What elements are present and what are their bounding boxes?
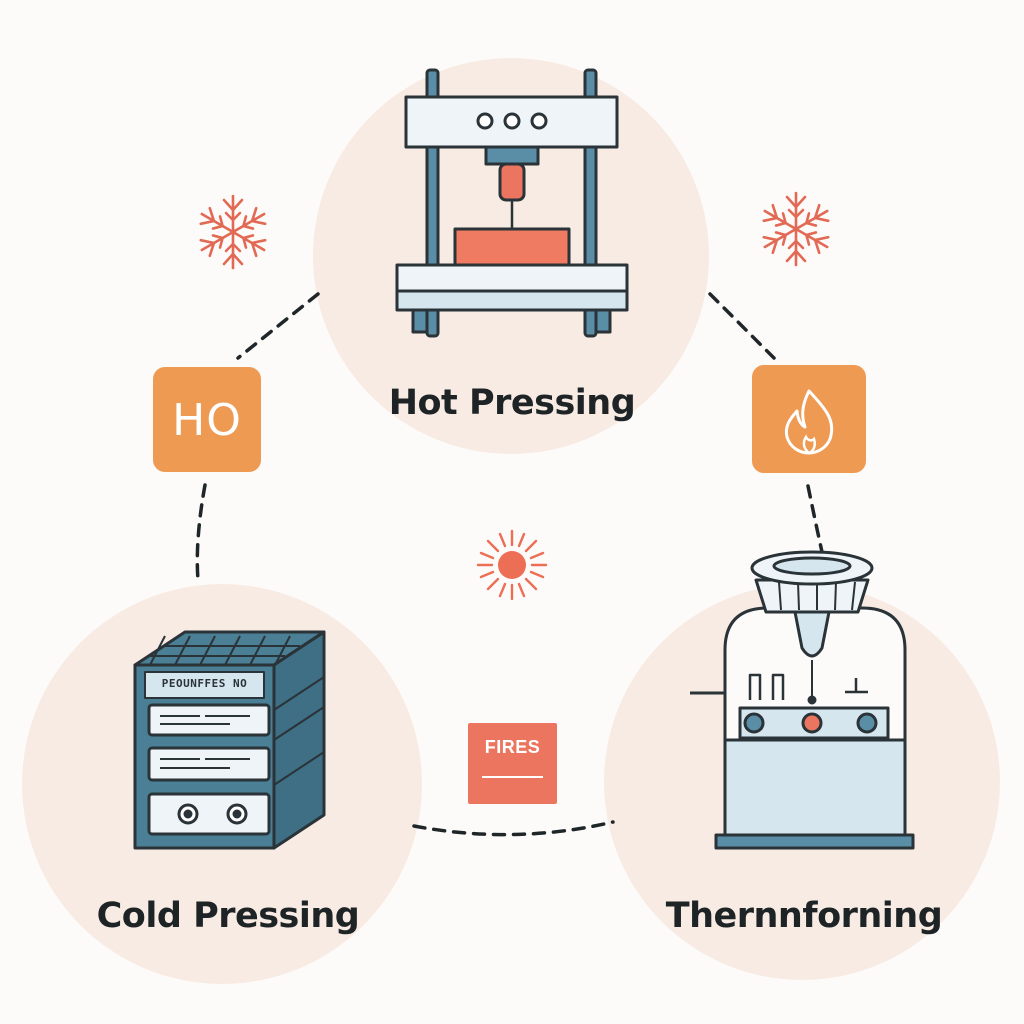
connector-left-down (195, 483, 207, 582)
hot-pressing-label: Hot Pressing (388, 383, 636, 423)
indicator-icon (801, 712, 823, 734)
fires-tag: FIRES (468, 723, 557, 804)
flame-badge (752, 365, 866, 473)
indicator-icon (856, 712, 878, 734)
connector-top-left (236, 292, 320, 360)
indicator-icon (743, 712, 765, 734)
cold-pressing-label: Cold Pressing (96, 896, 360, 936)
sun-icon (476, 529, 548, 601)
press-base-bottom (395, 289, 629, 312)
nozzle-cone (793, 610, 831, 658)
gauge-icon (476, 112, 494, 130)
device-plate (144, 671, 265, 699)
gauge-icon (530, 112, 548, 130)
gauge-icon (503, 112, 521, 130)
connector-right-down (806, 484, 824, 554)
connector-top-right (708, 292, 776, 360)
press-foot-right (594, 308, 612, 334)
device-plate-text: PEOUNFFES NO (161, 677, 248, 690)
press-base-top (395, 263, 629, 293)
press-foot-left (411, 308, 429, 334)
drawer (147, 703, 271, 737)
drawer (147, 746, 271, 782)
water-tank (723, 738, 907, 837)
flame-icon (784, 389, 834, 455)
snowflake-icon (196, 194, 270, 270)
fires-tag-underline (482, 776, 543, 778)
connector-bottom (412, 820, 615, 837)
ho-badge: HO (153, 367, 261, 472)
ho-badge-text: HO (172, 395, 242, 446)
fires-tag-text: FIRES (484, 737, 541, 757)
machine-base (714, 833, 915, 850)
thermoforming-label: Thernnforning (665, 896, 943, 936)
